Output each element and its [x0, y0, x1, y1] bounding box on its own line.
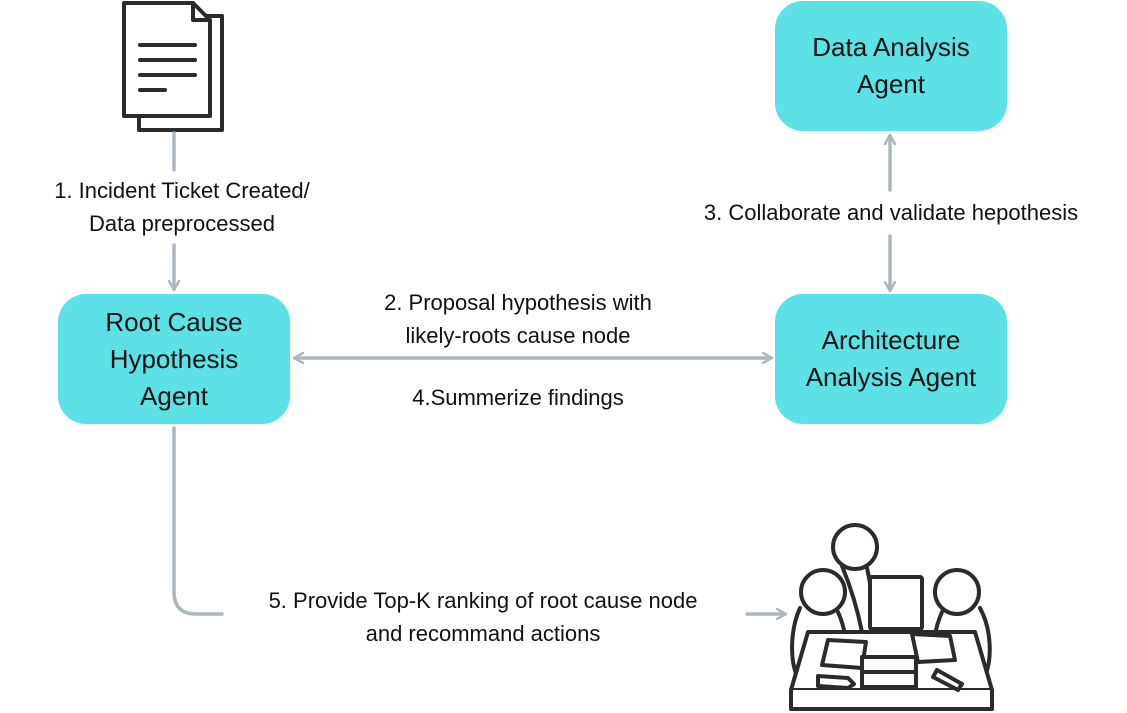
node-label-line: Hypothesis — [109, 343, 239, 374]
step1-label: 1. Incident Ticket Created/ Data preproc… — [14, 174, 350, 240]
step3-label: 3. Collaborate and validate hepothesis — [664, 196, 1118, 229]
node-label-line: Agent — [857, 69, 925, 99]
team-meeting-icon — [789, 523, 994, 711]
node-label-line: Architecture — [821, 325, 961, 355]
root-cause-hypothesis-agent-node: Root Cause Hypothesis Agent — [58, 294, 290, 424]
label-line: and recommand actions — [365, 621, 601, 646]
step2-label: 2. Proposal hypothesis with likely-roots… — [318, 286, 718, 352]
node-label-line: Analysis Agent — [805, 362, 977, 392]
data-analysis-agent-node: Data Analysis Agent — [775, 1, 1007, 131]
label-line: likely-roots cause node — [405, 323, 631, 348]
document-icon — [122, 1, 224, 132]
connector-step5-left — [172, 426, 224, 616]
label-line: 2. Proposal hypothesis with — [384, 290, 652, 315]
label-line: 4.Summerize findings — [412, 385, 624, 410]
node-label-line: Agent — [140, 380, 208, 411]
label-line: Data preprocessed — [89, 211, 275, 236]
node-label-line: Root Cause — [105, 306, 243, 337]
label-line: 5. Provide Top-K ranking of root cause n… — [268, 588, 698, 613]
step4-label: 4.Summerize findings — [368, 381, 668, 414]
architecture-analysis-agent-node: Architecture Analysis Agent — [775, 294, 1007, 424]
step5-label: 5. Provide Top-K ranking of root cause n… — [222, 584, 744, 650]
label-line: 3. Collaborate and validate hepothesis — [703, 200, 1079, 225]
label-line: 1. Incident Ticket Created/ — [54, 178, 310, 203]
node-label-line: Data Analysis — [812, 32, 970, 62]
